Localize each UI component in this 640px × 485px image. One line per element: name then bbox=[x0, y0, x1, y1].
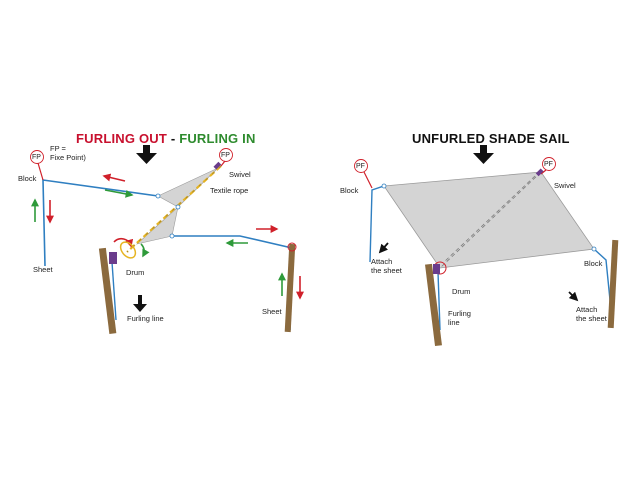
label-furling-line-right-2: line bbox=[448, 318, 460, 327]
left-panel-title: FURLING OUT - FURLING IN bbox=[76, 131, 256, 146]
swivel-right bbox=[535, 168, 544, 177]
right-furling-line bbox=[437, 271, 441, 331]
left-post-right bbox=[284, 243, 296, 333]
swivel-left bbox=[213, 161, 222, 170]
arrow-attach-right bbox=[568, 291, 579, 302]
pf-badge-swivel bbox=[542, 157, 556, 171]
drum-right bbox=[433, 261, 447, 275]
label-attach-right: Attach the sheet bbox=[576, 305, 607, 323]
label-attach-right-1: Attach bbox=[576, 305, 598, 314]
right-post-right bbox=[607, 239, 619, 329]
title-furling-out: FURLING OUT bbox=[76, 131, 168, 146]
label-sheet-right-left-panel: Sheet bbox=[262, 307, 282, 316]
fp-note-line1: FP = bbox=[50, 144, 66, 153]
label-swivel-right-panel: Swivel bbox=[554, 181, 576, 190]
label-swivel-left-panel: Swivel bbox=[229, 170, 251, 179]
right-post-left bbox=[425, 263, 442, 347]
fp-badge-left bbox=[30, 150, 44, 164]
right-sheet-line-left bbox=[369, 185, 385, 263]
left-post-left bbox=[98, 247, 117, 335]
arrow-black-furling bbox=[133, 295, 147, 312]
arrow-attach-left bbox=[378, 242, 389, 254]
drum-left bbox=[109, 238, 150, 264]
left-sail-lower bbox=[135, 206, 179, 245]
fp-note: FP = Fixe Point) bbox=[50, 144, 86, 162]
label-block-right-panel-left: Block bbox=[340, 186, 359, 195]
pf-badge-left-text: PF bbox=[356, 163, 365, 170]
label-attach-right-2: the sheet bbox=[576, 314, 607, 323]
pf-badge-left bbox=[354, 159, 368, 173]
right-panel-title: UNFURLED SHADE SAIL bbox=[412, 131, 570, 146]
left-furling-line bbox=[111, 261, 117, 321]
label-block-left-panel: Block bbox=[18, 174, 37, 183]
label-block-right-panel-right: Block bbox=[584, 259, 603, 268]
label-drum-left-panel: Drum bbox=[126, 268, 145, 277]
title-separator: - bbox=[167, 131, 180, 146]
arrow-green-block-top bbox=[104, 189, 134, 198]
fp-badge-left-text: FP bbox=[32, 154, 41, 161]
fp-badge-swivel-text: FP bbox=[221, 152, 230, 159]
label-drum-right-panel: Drum bbox=[452, 287, 471, 296]
left-title-down-arrow bbox=[136, 145, 157, 164]
label-attach-left: Attach the sheet bbox=[371, 257, 402, 275]
title-furling-in: FURLING IN bbox=[179, 131, 256, 146]
left-sail-upper bbox=[157, 167, 219, 208]
fp-note-line2: Fixe Point) bbox=[50, 153, 86, 162]
label-attach-left-1: Attach bbox=[371, 257, 393, 266]
label-furling-line-right-1: Furling bbox=[448, 309, 471, 318]
label-furling-line-right-panel: Furling line bbox=[448, 309, 471, 327]
label-sheet-left-panel: Sheet bbox=[33, 265, 53, 274]
label-furling-line-left-panel: Furling line bbox=[127, 314, 164, 323]
right-title-down-arrow bbox=[473, 145, 494, 164]
label-attach-left-2: the sheet bbox=[371, 266, 402, 275]
arrow-red-block-top bbox=[102, 173, 126, 182]
right-diagonal-rope-1 bbox=[439, 171, 542, 269]
fp-badge-swivel bbox=[219, 148, 233, 162]
pf-badge-swivel-text: PF bbox=[544, 161, 553, 168]
label-textile-rope: Textile rope bbox=[210, 186, 249, 195]
